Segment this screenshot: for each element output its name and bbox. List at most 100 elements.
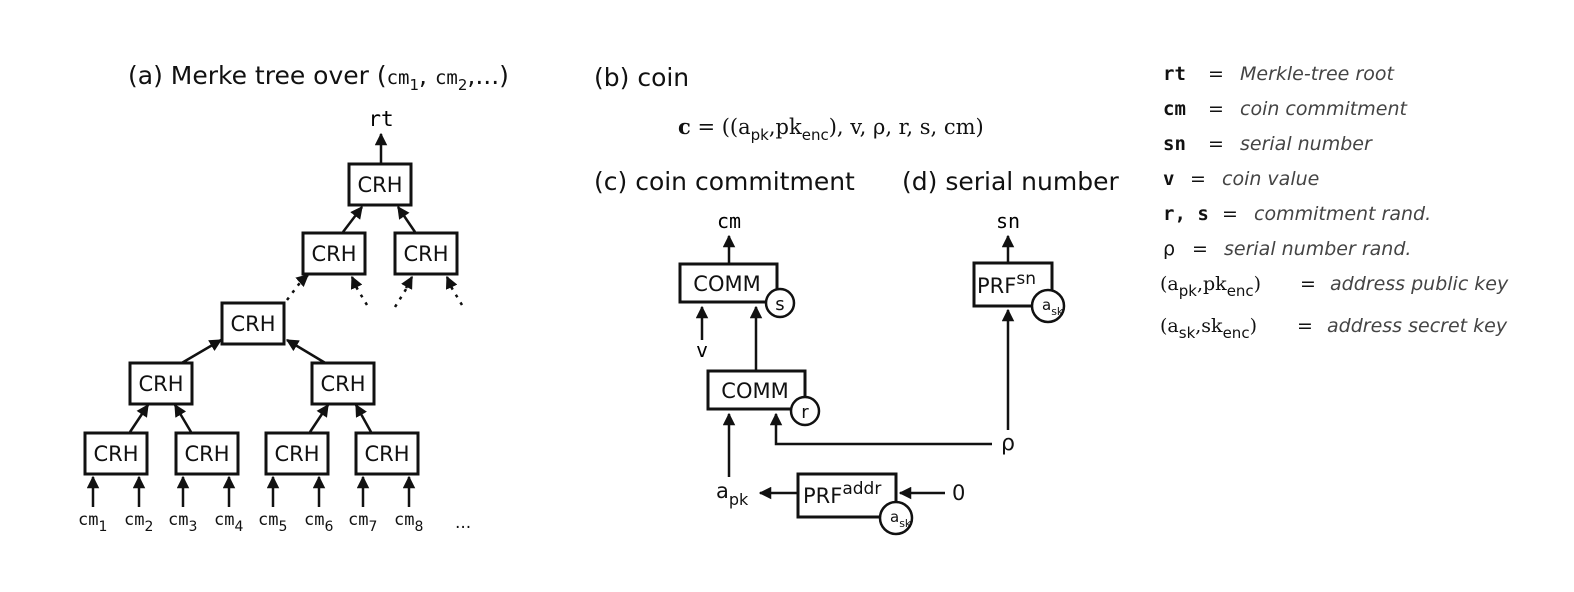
svg-text:r, s: r, s bbox=[1163, 203, 1209, 225]
legend-item: (ask,skenc) = address secret key bbox=[1160, 315, 1508, 342]
crh-node: CRH bbox=[310, 361, 376, 406]
svg-text:coin commitment: coin commitment bbox=[1240, 98, 1408, 120]
svg-text:CRH: CRH bbox=[93, 442, 138, 466]
svg-text:cm: cm bbox=[1163, 98, 1186, 120]
dotted-edge bbox=[393, 285, 410, 308]
edge-rho-to-comm bbox=[769, 412, 992, 446]
edge bbox=[396, 205, 417, 233]
leaf-cm1: cm1 bbox=[78, 510, 107, 535]
comm-box-top: COMM bbox=[678, 262, 779, 304]
sn-output-label: sn bbox=[996, 209, 1020, 233]
svg-text:=: = bbox=[1192, 238, 1208, 260]
svg-text:coin value: coin value bbox=[1222, 168, 1319, 190]
svg-text:ask: ask bbox=[1042, 296, 1064, 318]
legend-item: rt = Merkle-tree root bbox=[1163, 63, 1395, 85]
crh-node: CRH bbox=[220, 301, 286, 346]
crh-node: CRH bbox=[301, 231, 367, 276]
svg-text:=: = bbox=[1208, 98, 1224, 120]
panel-d-title: (d) serial number bbox=[902, 167, 1119, 196]
svg-text:ask: ask bbox=[890, 508, 912, 530]
svg-text:CRH: CRH bbox=[403, 242, 448, 266]
svg-text:ρ: ρ bbox=[1163, 238, 1175, 260]
leaf-ellipsis: ... bbox=[455, 513, 471, 533]
svg-text:COMM: COMM bbox=[693, 272, 760, 296]
leaf-cm2: cm2 bbox=[124, 510, 153, 535]
leaf-cm7: cm7 bbox=[348, 510, 377, 535]
edge bbox=[350, 275, 363, 290]
edge bbox=[401, 275, 414, 290]
svg-text:=: = bbox=[1208, 133, 1224, 155]
svg-text:rt: rt bbox=[1163, 63, 1186, 85]
edge bbox=[295, 274, 309, 288]
apk-label: apk bbox=[716, 479, 749, 509]
svg-text:CRH: CRH bbox=[138, 372, 183, 396]
edge bbox=[285, 338, 328, 366]
crh-node: CRH bbox=[128, 361, 194, 406]
cm-output-label: cm bbox=[717, 209, 741, 233]
edge bbox=[342, 206, 363, 233]
s-randomness-circle: s bbox=[764, 287, 796, 319]
leaf-cm8: cm8 bbox=[394, 510, 423, 535]
svg-text:=: = bbox=[1297, 315, 1313, 337]
legend: rt = Merkle-tree root cm = coin commitme… bbox=[1160, 63, 1509, 342]
svg-text:r: r bbox=[801, 402, 809, 423]
svg-text:=: = bbox=[1190, 168, 1206, 190]
crh-node: CRH bbox=[393, 231, 459, 276]
panel-b: (b) coin c = ((apk,pkenc), v, ρ, r, s, c… bbox=[594, 63, 984, 144]
svg-text:Merkle-tree root: Merkle-tree root bbox=[1240, 63, 1395, 85]
legend-item: cm = coin commitment bbox=[1163, 98, 1408, 120]
legend-item: ρ = serial number rand. bbox=[1163, 238, 1411, 260]
comm-box-bottom: COMM bbox=[706, 369, 807, 411]
r-randomness-circle: r bbox=[789, 395, 821, 427]
svg-text:CRH: CRH bbox=[311, 242, 356, 266]
panel-d: (d) serial number sn PRFsn ask ρ bbox=[902, 167, 1119, 456]
svg-text:CRH: CRH bbox=[357, 173, 402, 197]
crh-node: CRH bbox=[83, 431, 149, 476]
svg-text:CRH: CRH bbox=[364, 442, 409, 466]
panel-c-title: (c) coin commitment bbox=[594, 167, 855, 196]
svg-text:commitment rand.: commitment rand. bbox=[1254, 203, 1431, 225]
svg-text:v: v bbox=[1163, 168, 1174, 190]
svg-text:s: s bbox=[775, 294, 784, 315]
panel-a-title: (a) Merke tree over (cm1, cm2,...) bbox=[128, 61, 509, 94]
panel-a: (a) Merke tree over (cm1, cm2,...) rt bbox=[78, 61, 509, 535]
svg-text:CRH: CRH bbox=[320, 372, 365, 396]
svg-text:PRFaddr: PRFaddr bbox=[803, 479, 881, 508]
edge bbox=[445, 275, 458, 290]
prf-addr-box: PRFaddr bbox=[796, 472, 898, 519]
svg-text:CRH: CRH bbox=[230, 312, 275, 336]
leaf-cm4: cm4 bbox=[214, 510, 243, 535]
svg-text:=: = bbox=[1208, 63, 1224, 85]
svg-text:address secret key: address secret key bbox=[1327, 315, 1508, 337]
svg-text:serial number: serial number bbox=[1240, 133, 1373, 155]
svg-text:COMM: COMM bbox=[721, 379, 788, 403]
crh-node: CRH bbox=[347, 162, 413, 207]
zero-label: 0 bbox=[952, 481, 965, 505]
edge bbox=[179, 338, 223, 366]
legend-item: sn = serial number bbox=[1163, 133, 1373, 155]
coin-formula: c = ((apk,pkenc), v, ρ, r, s, cm) bbox=[678, 114, 984, 144]
svg-text:CRH: CRH bbox=[274, 442, 319, 466]
crh-node: CRH bbox=[264, 431, 330, 476]
edge bbox=[173, 403, 193, 433]
svg-text:serial number rand.: serial number rand. bbox=[1224, 238, 1411, 260]
edge bbox=[128, 403, 150, 433]
crh-node: CRH bbox=[174, 431, 240, 476]
prf-sn-box: PRFsn bbox=[972, 261, 1054, 308]
panel-b-title: (b) coin bbox=[594, 63, 689, 92]
edge bbox=[308, 403, 330, 433]
legend-item: r, s = commitment rand. bbox=[1163, 203, 1431, 225]
root-label: rt bbox=[368, 107, 393, 131]
panel-c: (c) coin commitment cm COMM s v COMM r a… bbox=[594, 167, 992, 536]
legend-item: v = coin value bbox=[1163, 168, 1319, 190]
dotted-edge bbox=[286, 279, 303, 301]
v-label: v bbox=[696, 338, 708, 362]
legend-item: (apk,pkenc) = address public key bbox=[1160, 273, 1509, 300]
crh-node: CRH bbox=[354, 431, 420, 476]
rho-label: ρ bbox=[1001, 431, 1015, 456]
svg-text:(ask,skenc): (ask,skenc) bbox=[1160, 315, 1257, 342]
leaf-cm5: cm5 bbox=[258, 510, 287, 535]
leaf-labels: cm1 cm2 cm3 cm4 cm5 cm6 cm7 cm8 ... bbox=[78, 510, 471, 535]
svg-text:=: = bbox=[1300, 273, 1316, 295]
